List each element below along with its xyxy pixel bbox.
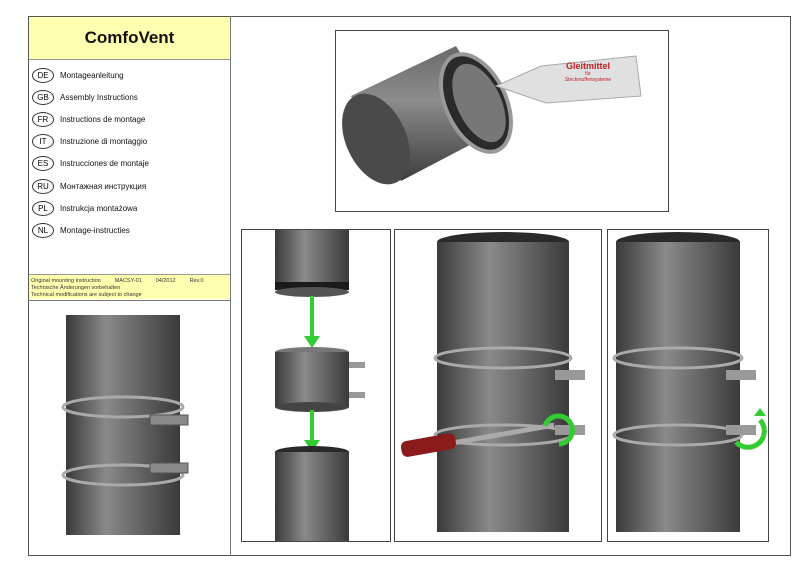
- page-frame: [28, 16, 791, 556]
- language-row-it: IT Instruzione di montaggio: [32, 133, 147, 151]
- lubricant-tube-label: Gleitmittel für Steckmuffensysteme: [548, 61, 628, 83]
- language-label: Montage-instructies: [60, 225, 130, 235]
- language-label: Montageanleitung: [60, 70, 124, 80]
- language-label: Instruzione di montaggio: [60, 137, 148, 147]
- language-code-badge: FR: [32, 111, 54, 127]
- language-code-badge: ES: [32, 156, 54, 172]
- language-label: Монтажная инструкция: [60, 181, 147, 191]
- language-label: Instrukcja montażowa: [60, 203, 138, 213]
- language-code-badge: RU: [32, 178, 54, 194]
- language-row-pl: PL Instrukcja montażowa: [32, 199, 137, 217]
- product-title: ComfoVent: [29, 17, 230, 60]
- language-code-badge: NL: [32, 222, 54, 238]
- language-code-badge: GB: [32, 89, 54, 105]
- info-note-en: Technical modifications are subject to c…: [31, 292, 142, 298]
- tube-label-title: Gleitmittel: [565, 61, 610, 71]
- language-code-badge: DE: [32, 67, 54, 83]
- language-code-badge: IT: [32, 134, 54, 150]
- language-row-fr: FR Instructions de montage: [32, 110, 145, 128]
- info-date: 04/2012: [155, 278, 176, 284]
- panel-tightened: [607, 229, 769, 542]
- language-label: Assembly Instructions: [60, 92, 138, 102]
- info-box: Original mounting instruction MACSY-01 0…: [29, 274, 230, 299]
- illustration-pipe-clamp: [50, 315, 220, 535]
- language-row-ru: RU Монтажная инструкция: [32, 177, 146, 195]
- info-note-de: Technische Änderungen vorbehalten: [31, 285, 121, 291]
- tube-label-line2: für: [585, 71, 591, 77]
- left-divider: [28, 300, 231, 301]
- panel-lubricant: Gleitmittel für Steckmuffensysteme: [335, 30, 669, 212]
- language-label: Instructions de montage: [60, 114, 146, 124]
- info-revision: Rev.0: [189, 278, 204, 284]
- language-row-gb: GB Assembly Instructions: [32, 88, 138, 106]
- panel-tighten-screwdriver: [394, 229, 602, 542]
- column-divider: [230, 16, 231, 556]
- tube-label-line3: Steckmuffensysteme: [564, 77, 612, 83]
- language-label: Instrucciones de montaje: [60, 159, 149, 169]
- info-doc-code: MACSY-01: [114, 278, 142, 284]
- language-row-es: ES Instrucciones de montaje: [32, 155, 149, 173]
- language-row-de: DE Montageanleitung: [32, 66, 124, 84]
- panel-assembly: [241, 229, 391, 542]
- language-code-badge: PL: [32, 200, 54, 216]
- info-original: Original mounting instruction: [31, 278, 101, 284]
- language-row-nl: NL Montage-instructies: [32, 221, 130, 239]
